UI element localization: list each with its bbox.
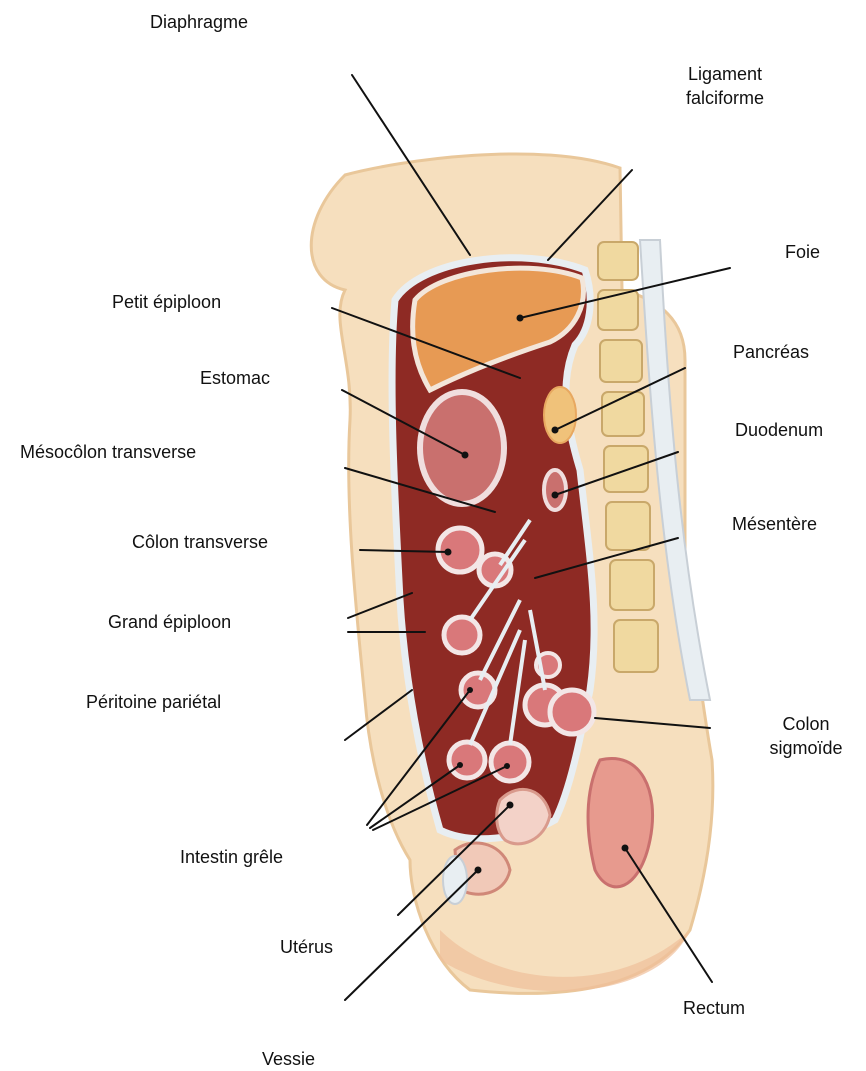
label-petit-epiploon: Petit épiploon [112,290,221,314]
dot-duodenum [552,492,559,499]
label-foie: Foie [785,240,820,264]
dot-foie [517,315,524,322]
dot-estomac [462,452,469,459]
vertebra [600,340,642,382]
dot-intestin-grele [504,763,510,769]
label-vessie: Vessie [262,1047,315,1071]
dot-intestin-grele [467,687,473,693]
label-peritoine-parietal: Péritoine pariétal [86,690,221,714]
label-estomac: Estomac [200,366,270,390]
vertebra [610,560,654,610]
dot-uterus [507,802,514,809]
label-colon-line2: sigmoïde [750,736,862,760]
duodenum-shape [544,470,566,510]
dot-intestin-grele [457,762,463,768]
label-diaphragme: Diaphragme [150,10,248,34]
dot-colon-transverse [445,549,452,556]
vertebra [598,242,638,280]
intestine-loop [491,743,529,781]
sigmoid-colon-loop [550,690,594,734]
vertebra [604,446,648,492]
label-ligament-line2: falciforme [665,86,785,110]
label-duodenum: Duodenum [735,418,823,442]
label-uterus: Utérus [280,935,333,959]
label-colon-transverse: Côlon transverse [132,530,268,554]
dot-rectum [622,845,629,852]
vertebra [614,620,658,672]
label-ligament-falciforme: Ligament falciforme [665,62,785,110]
label-ligament-line1: Ligament [665,62,785,86]
vertebra [598,290,638,330]
pubic-bone [443,856,467,904]
intestine-loop [449,742,485,778]
label-mesocolon-transverse: Mésocôlon transverse [20,440,196,464]
label-intestin-grele: Intestin grêle [180,845,283,869]
pancreas-shape [544,387,576,443]
vertebra [606,502,650,550]
dot-vessie [475,867,482,874]
transverse-colon-loop [438,528,482,572]
label-pancreas: Pancréas [733,340,809,364]
intestine-loop [444,617,480,653]
dot-pancreas [552,427,559,434]
stomach [420,392,504,504]
label-rectum: Rectum [683,996,745,1020]
label-colon-line1: Colon [750,712,862,736]
label-grand-epiploon: Grand épiploon [108,610,231,634]
label-colon-sigmoide: Colon sigmoïde [750,712,862,760]
label-mesentere: Mésentère [732,512,817,536]
